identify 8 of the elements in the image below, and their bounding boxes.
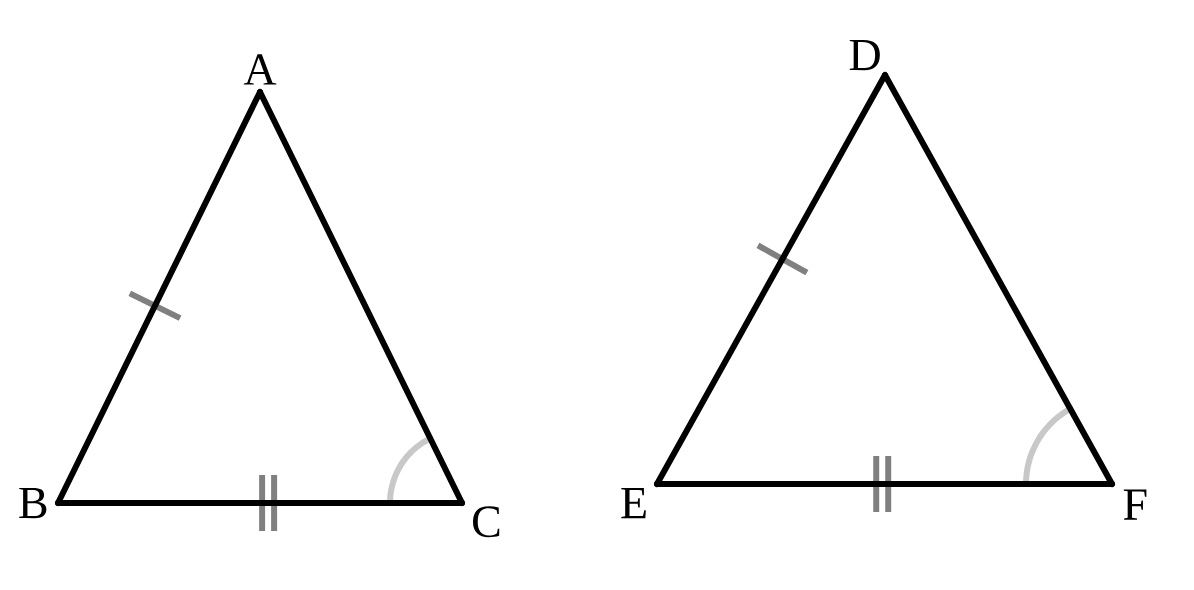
triangle-side xyxy=(257,89,465,506)
vertex-label: B xyxy=(19,487,47,519)
vertex-label: C xyxy=(473,506,500,538)
vertex-label: F xyxy=(1123,489,1147,520)
vertex-label: A xyxy=(243,54,277,85)
triangle-side xyxy=(882,72,1115,487)
vertex-label: E xyxy=(621,488,646,519)
vertex-label: D xyxy=(849,39,880,71)
